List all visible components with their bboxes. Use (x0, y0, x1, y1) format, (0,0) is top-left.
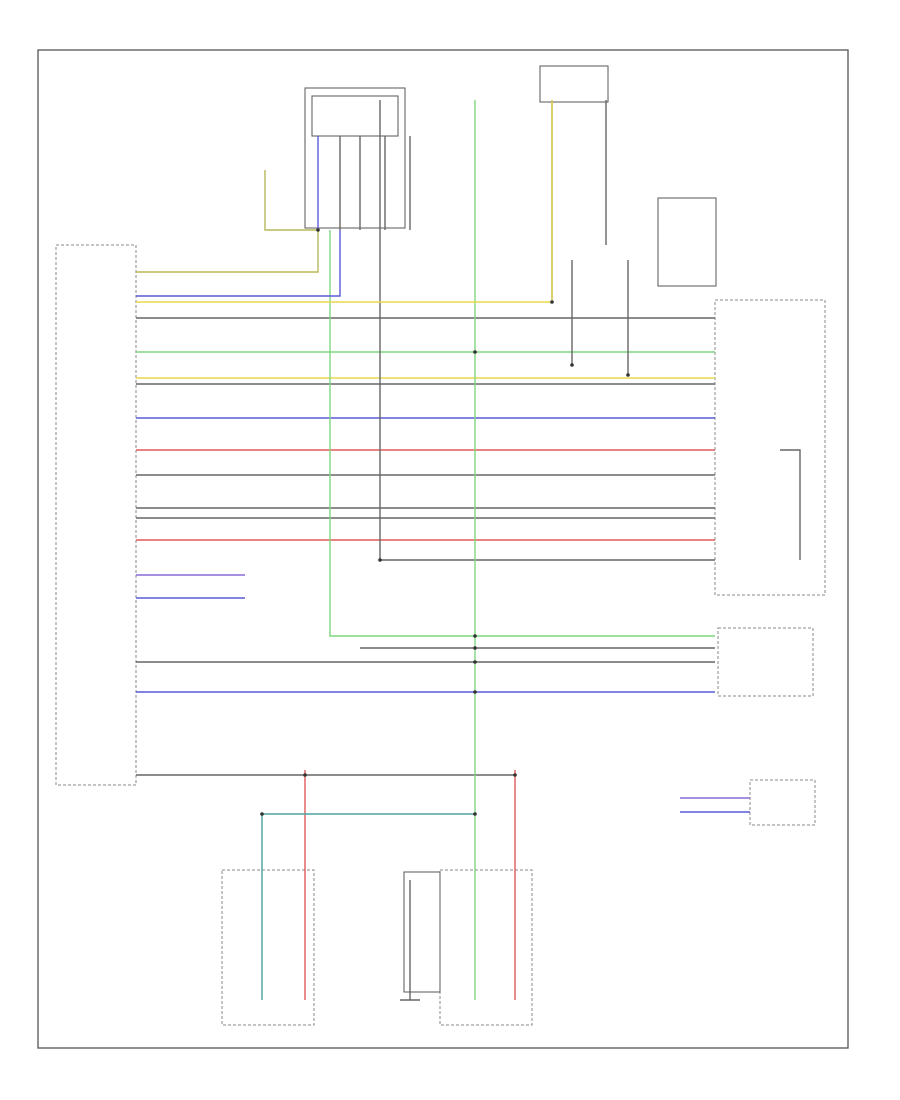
gray-right-drop (780, 449, 801, 560)
junction-dot-10 (626, 373, 630, 377)
bottom-right-connector (749, 779, 816, 826)
junction-dot-12 (473, 812, 477, 816)
top-relay-block (304, 87, 406, 229)
relay-inner-box (311, 95, 399, 137)
right-lower-assembly (717, 627, 814, 697)
top-vertical-wires (317, 136, 411, 230)
junction-dot-6 (473, 690, 477, 694)
junction-dot-14 (513, 773, 517, 777)
junction-dot-9 (570, 363, 574, 367)
junction-dot-2 (473, 350, 477, 354)
right-switch-assembly (714, 299, 826, 596)
connector-dots (260, 228, 630, 816)
green-loop-wire (329, 230, 715, 637)
junction-dot-7 (378, 558, 382, 562)
teal-connector-wire (261, 813, 475, 1000)
junction-dot-1 (316, 228, 320, 232)
olive-wire (136, 170, 319, 273)
junction-dot-3 (473, 634, 477, 638)
misc-wires (136, 100, 801, 1001)
right-fuse-block (657, 197, 717, 287)
junction-dot-5 (473, 660, 477, 664)
right-actuator-box (439, 869, 533, 1026)
blue-top-wire (136, 230, 341, 297)
ground-box (403, 871, 441, 993)
junction-dot-11 (260, 812, 264, 816)
junction-dot-8 (550, 300, 554, 304)
junction-dot-4 (473, 646, 477, 650)
control-module-box (55, 244, 137, 786)
diagram-frame (37, 49, 849, 1049)
horizontal-wires (136, 317, 715, 776)
left-actuator-box (221, 869, 315, 1026)
top-right-connector (539, 65, 609, 103)
junction-dot-13 (303, 773, 307, 777)
